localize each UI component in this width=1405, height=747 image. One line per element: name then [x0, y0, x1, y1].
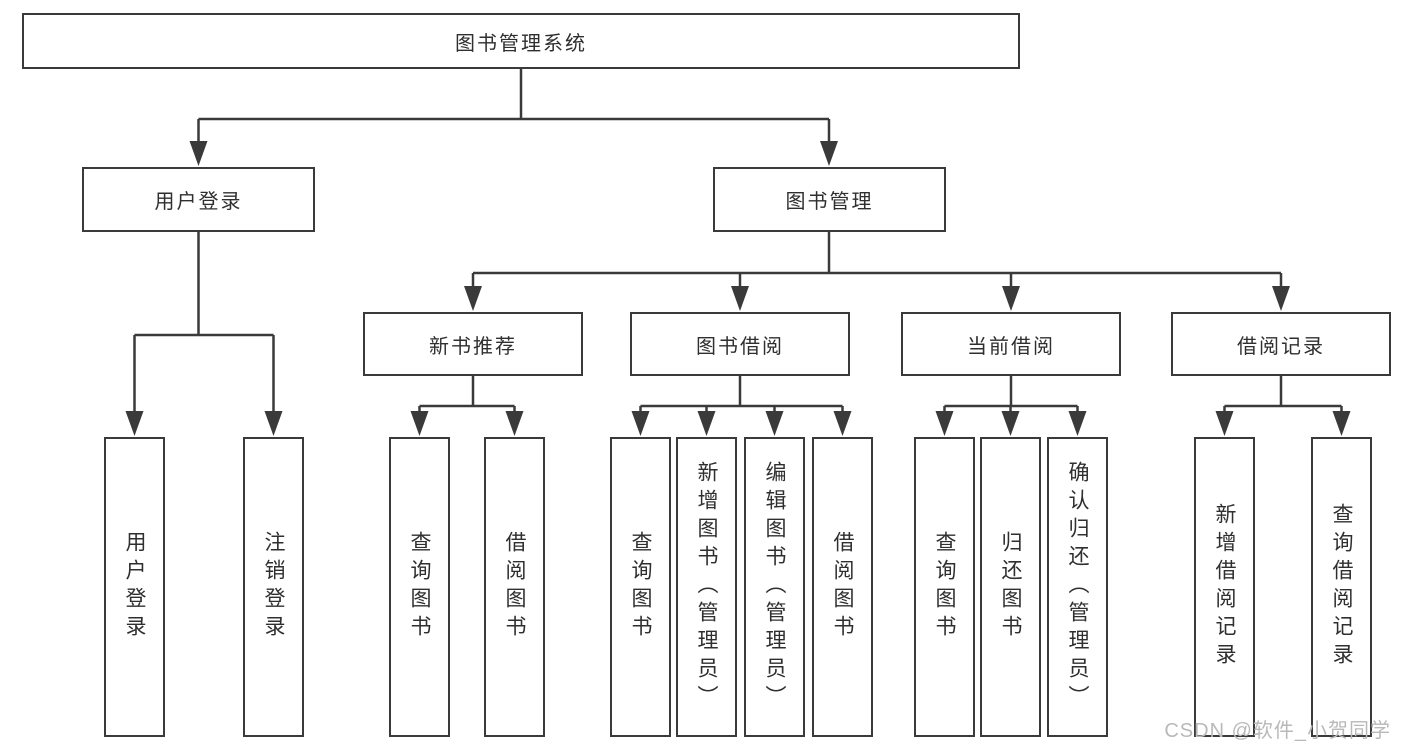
node-query-books-current: 查询图书: [914, 437, 975, 737]
node-edit-book-admin: 编辑图书（管理员）: [744, 437, 805, 737]
node-new-book-recommend: 新书推荐: [363, 312, 583, 376]
node-add-borrow-record: 新增借阅记录: [1194, 437, 1255, 737]
node-query-borrow-record: 查询借阅记录: [1311, 437, 1372, 737]
node-query-books-recommend: 查询图书: [389, 437, 450, 737]
node-add-book-admin: 新增图书（管理员）: [676, 437, 737, 737]
node-book-management: 图书管理: [713, 167, 946, 232]
node-user-login-action: 用户登录: [104, 437, 165, 737]
node-borrow-books-recommend: 借阅图书: [484, 437, 545, 737]
node-confirm-return-admin: 确认归还（管理员）: [1047, 437, 1108, 737]
node-root: 图书管理系统: [22, 13, 1020, 69]
node-logout-action: 注销登录: [243, 437, 304, 737]
node-book-borrow: 图书借阅: [630, 312, 850, 376]
node-user-login: 用户登录: [82, 167, 315, 232]
csdn-watermark: CSDN @软件_小贺同学: [1164, 720, 1391, 742]
node-return-books: 归还图书: [980, 437, 1041, 737]
node-borrow-records: 借阅记录: [1171, 312, 1391, 376]
node-query-books-borrow: 查询图书: [610, 437, 671, 737]
node-borrow-books-action: 借阅图书: [812, 437, 873, 737]
node-current-borrow: 当前借阅: [901, 312, 1121, 376]
